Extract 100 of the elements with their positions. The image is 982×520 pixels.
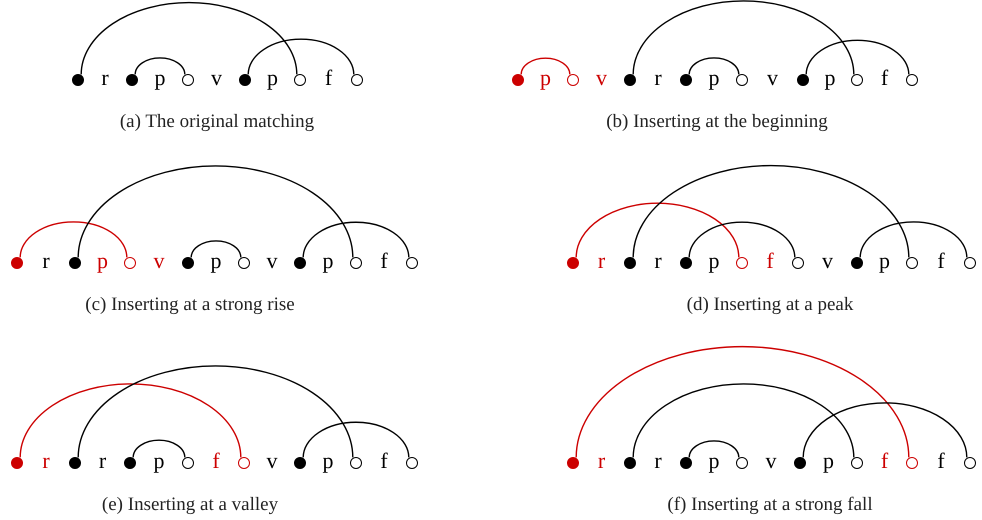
letter-label: f [380,250,388,272]
arc-line [80,2,298,74]
filled-circle [566,456,579,469]
filled-circle [68,256,81,269]
letter-label: v [266,450,278,472]
open-circle [238,456,250,469]
letter-label: f [324,67,332,89]
arc-line [802,402,968,458]
letter-label: p [708,67,720,89]
letter-label: f [937,450,945,472]
letter-label: p [322,250,334,272]
filled-circle [680,456,692,469]
open-circle [124,256,136,269]
subfigure-caption: (a) The original matching [120,111,314,133]
letter-label: f [880,450,888,472]
open-circle [182,74,194,86]
open-circle [792,256,804,269]
arc-line [860,221,968,258]
filled-circle [124,456,136,469]
filled-circle [10,456,23,469]
filled-circle [794,456,806,469]
filled-circle [624,256,636,269]
open-circle [964,256,976,269]
open-circle [406,256,418,269]
letter-label: v [596,67,607,89]
letter-label: p [210,250,222,272]
open-circle [964,456,976,469]
open-circle [906,456,918,469]
open-circle [406,456,418,469]
arc-line [78,365,354,458]
letter-label: p [97,250,108,272]
arc-line [302,422,410,458]
letter-label: r [42,250,50,272]
filled-circle [566,256,579,269]
arc-line [632,0,854,74]
subfigure-caption: (c) Inserting at a strong rise [85,294,295,316]
arc-line [20,221,128,258]
filled-circle [294,456,306,469]
subfigure-caption: (b) Inserting at the beginning [606,111,828,133]
letter-label: p [540,67,551,89]
arc-line [134,57,186,74]
filled-circle [796,74,809,86]
arc-line [688,440,740,458]
letter-label: p [879,250,890,272]
letter-label: v [766,450,776,472]
filled-circle [850,256,863,269]
letter-label: v [211,67,222,89]
letter-label: v [822,250,833,272]
open-circle [736,456,748,469]
filled-circle [126,74,138,86]
subfigure-caption: (f) Inserting at a strong fall [667,494,873,516]
filled-circle [680,256,692,269]
open-circle [350,256,362,269]
arc-line [78,165,354,258]
open-circle [850,74,863,86]
letter-label: v [154,250,164,272]
open-circle [238,256,250,269]
letter-label: r [654,450,662,472]
arc-line [688,222,796,258]
arc-line [806,40,910,74]
filled-circle [10,256,23,269]
letter-label: p [823,450,834,472]
arc-line [688,57,740,74]
arc-line [248,38,354,74]
filled-circle [294,256,306,269]
filled-circle [182,256,194,269]
letter-label: f [880,67,888,89]
arc-line [632,383,854,458]
arc-line [520,58,570,74]
letter-label: r [654,67,662,89]
filled-circle [68,456,81,469]
subfigure-caption: (d) Inserting at a peak [686,294,854,316]
letter-label: r [598,250,606,272]
letter-label: f [766,250,774,272]
letter-label: r [101,67,109,89]
arc-line [132,440,186,458]
letter-label: r [98,450,106,472]
letter-label: r [598,450,606,472]
filled-circle [512,74,524,86]
letter-label: f [937,250,945,272]
letter-label: r [42,450,50,472]
filled-circle [72,74,84,86]
subfigure-caption: (e) Inserting at a valley [102,494,278,516]
letter-label: p [154,67,166,89]
arc-line [20,383,242,458]
letter-label: v [767,67,778,89]
letter-label: r [654,250,662,272]
letter-label: p [322,450,334,472]
arc-line [576,346,910,458]
arc-line [190,240,242,258]
letter-label: p [267,67,278,89]
letter-label: p [154,450,164,472]
open-circle [850,456,863,469]
open-circle [350,456,362,469]
letter-label: v [266,250,278,272]
open-circle [182,456,194,469]
open-circle [736,256,748,269]
open-circle [294,74,306,86]
filled-circle [624,74,636,86]
arc-line [302,222,410,258]
